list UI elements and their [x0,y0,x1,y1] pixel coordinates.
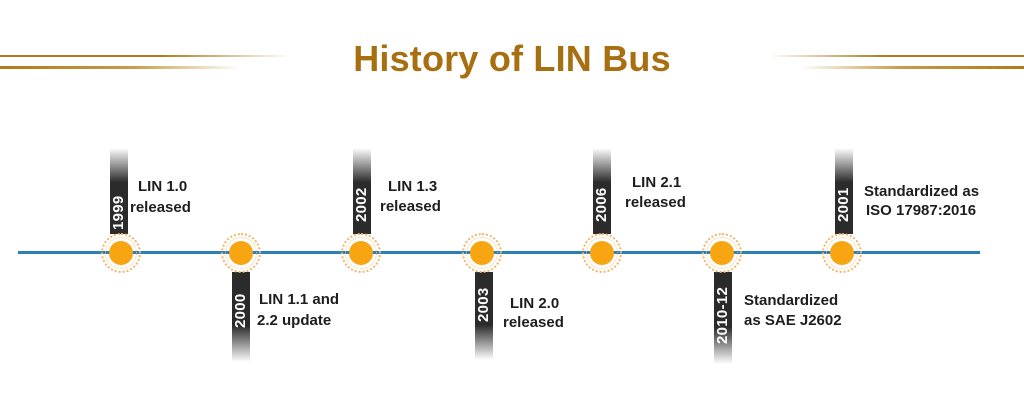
deco-line-right-bottom [800,66,1024,69]
event-label-2000-line1: LIN 1.1 and [259,291,340,308]
event-label-2010-12-line1: Standardized [744,292,839,309]
event-label-2002-line1: LIN 1.3 [388,178,438,195]
event-label-2003-line2: released [503,314,564,331]
year-label-2001: 2001 [835,187,852,222]
timeline-node-2006 [582,233,622,273]
page-title: History of LIN Bus [353,38,671,79]
year-label-2010-12: 2010-12 [714,286,731,344]
event-label-2002-line2: released [380,198,441,215]
timeline-node-1999 [101,233,141,273]
event-label-2006-line2: released [625,194,686,211]
deco-line-left-bottom [0,66,240,69]
year-label-2002: 2002 [353,187,370,222]
timeline-node-2003 [462,233,502,273]
timeline-node-2002 [341,233,381,273]
year-label-1999: 1999 [110,195,127,230]
timeline-node-2000 [221,233,261,273]
timeline-node-2001 [822,233,862,273]
event-label-2001-line2: ISO 17987:2016 [866,202,977,219]
year-label-2006: 2006 [593,187,610,222]
event-label-2006-line1: LIN 2.1 [632,174,682,191]
event-label-2003-line1: LIN 2.0 [510,295,560,312]
year-label-2000: 2000 [232,293,249,328]
event-label-1999-line1: LIN 1.0 [138,178,188,195]
event-label-1999-line2: released [130,199,191,216]
timeline-node-2010-12 [702,233,742,273]
year-bar-2010-12 [714,272,732,364]
deco-line-left-top [0,55,290,57]
event-label-2010-12-line2: as SAE J2602 [744,312,842,329]
year-bar-2002 [353,148,371,234]
year-bar-2000 [232,272,250,362]
deco-line-right-top [770,55,1024,57]
event-label-2000-line2: 2.2 update [257,312,332,329]
year-label-2003: 2003 [475,287,492,322]
event-label-2001-line1: Standardized as [864,183,980,200]
year-bar-2003 [475,272,493,360]
year-bar-2006 [593,148,611,234]
year-bar-1999 [110,148,128,234]
year-bar-2001 [835,148,853,234]
